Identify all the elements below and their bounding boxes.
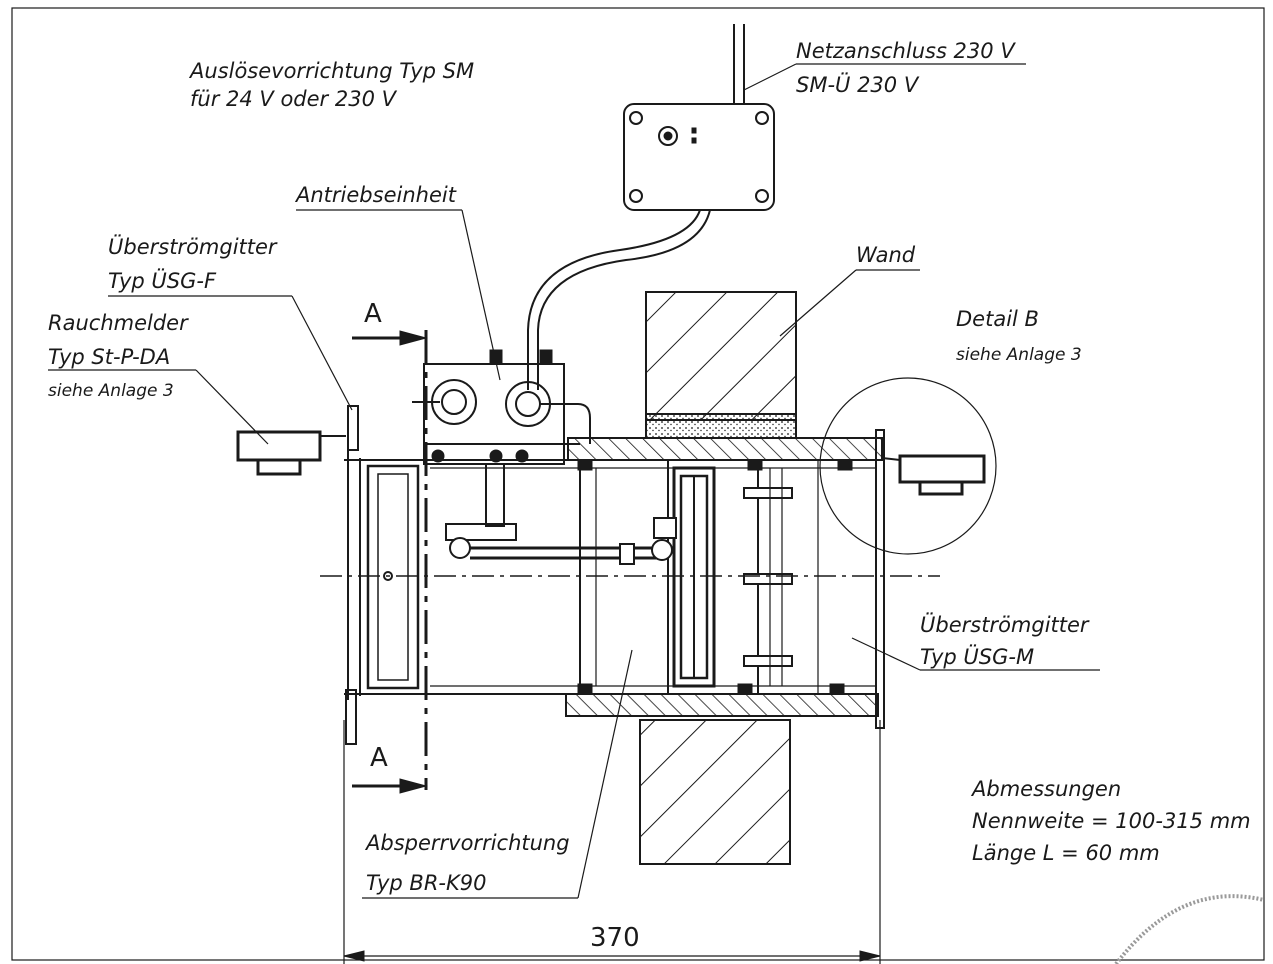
smoke-detector-right — [881, 454, 986, 496]
grid-bolts — [743, 468, 793, 686]
label-smu: SM-Ü 230 V — [796, 72, 920, 97]
leader-lines — [48, 63, 1100, 899]
label-section-bottom: A — [370, 743, 388, 773]
label-absperr-1: Absperrvorrichtung — [364, 831, 570, 855]
label-antrieb: Antriebseinheit — [294, 183, 457, 207]
wall — [639, 291, 797, 865]
trigger-box — [527, 24, 775, 390]
label-detail-b-2: siehe Anlage 3 — [956, 345, 1082, 365]
label-dimension: 370 — [590, 923, 640, 953]
label-detail-b-1: Detail B — [956, 307, 1039, 331]
label-uesg-f-1: Überströmgitter — [108, 234, 278, 259]
label-uesg-f-2: Typ ÜSG-F — [108, 268, 217, 293]
grille-uesg-f — [345, 330, 428, 790]
label-rauch-2: Typ St-P-DA — [48, 345, 170, 369]
drive-unit — [412, 349, 677, 565]
detail-b-circle — [819, 377, 997, 555]
label-netzanschluss: Netzanschluss 230 V — [796, 39, 1016, 63]
label-absperr-2: Typ BR-K90 — [366, 871, 487, 895]
section-arrows — [352, 330, 428, 794]
dimension-370 — [343, 720, 881, 964]
label-ausloese-1: Auslösevorrichtung Typ SM — [188, 59, 474, 83]
label-uesg-m-1: Überströmgitter — [920, 612, 1090, 637]
label-abmess-title: Abmessungen — [970, 777, 1121, 801]
label-ausloese-2: für 24 V oder 230 V — [190, 87, 398, 111]
label-abmess-laenge: Länge L = 60 mm — [972, 841, 1160, 865]
label-rauch-3: siehe Anlage 3 — [48, 381, 174, 401]
stamp-fragment — [1114, 894, 1265, 964]
smoke-detector-left — [236, 430, 346, 476]
label-section-top: A — [364, 299, 382, 329]
drawing-frame — [11, 7, 1265, 961]
label-abmess-nennweite: Nennweite = 100-315 mm — [972, 809, 1251, 833]
duct-body — [344, 429, 885, 729]
label-rauch-1: Rauchmelder — [48, 311, 189, 335]
label-wand: Wand — [856, 243, 916, 267]
label-uesg-m-2: Typ ÜSG-M — [920, 644, 1034, 669]
